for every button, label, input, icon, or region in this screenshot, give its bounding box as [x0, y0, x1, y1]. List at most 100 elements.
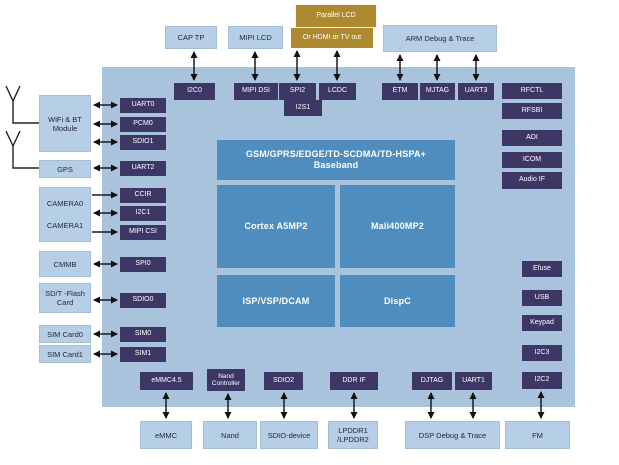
- peripheral-cap-tp: CAP TP: [165, 26, 217, 49]
- peripheral-cmmb: CMMB: [39, 251, 91, 277]
- port-etm: ETM: [382, 83, 418, 100]
- port-sdio1-label: SDIO1: [132, 138, 154, 146]
- port-djtag: DJTAG: [412, 372, 452, 390]
- peripheral-arm-debug-trace: ARM Debug & Trace: [383, 25, 497, 52]
- port-i2c3: I2C3: [522, 345, 562, 361]
- mali400mp2-label: Mali400MP2: [370, 221, 425, 232]
- baseband-label-line2: Baseband: [313, 160, 359, 170]
- port-mjtag: MJTAG: [420, 83, 455, 100]
- port-adi-label: ADI: [526, 133, 538, 141]
- camera1-label: CAMERA1: [46, 221, 84, 231]
- port-sim1: SIM1: [120, 347, 166, 362]
- port-uart0-label: UART0: [131, 101, 155, 109]
- port-ccir: CCIR: [120, 188, 166, 203]
- core-mali400mp2: Mali400MP2: [340, 185, 455, 268]
- wifi-bt-label-line2: Module: [52, 123, 78, 133]
- port-keypad-label: Keypad: [530, 318, 554, 326]
- port-rfsbi-label: RFSBI: [521, 106, 543, 114]
- peripheral-sd-tflash-card: SD/T -Flash Card: [39, 283, 91, 313]
- sim-card0-label: SIM Card0: [47, 329, 83, 339]
- peripheral-emmc-label: eMMC: [154, 430, 178, 440]
- port-rfsbi: RFSBI: [502, 103, 562, 119]
- cortex-a5mp2-label: Cortex A5MP2: [244, 221, 308, 232]
- port-spi2-label: SPI2: [289, 87, 306, 95]
- port-lcdc: LCDC: [319, 83, 356, 100]
- peripheral-sim-card1: SIM Card1: [39, 345, 91, 363]
- port-sdio2-label: SDIO2: [272, 376, 294, 384]
- port-mjtag-label: MJTAG: [425, 87, 450, 95]
- port-i2c0-label: I2C0: [187, 87, 202, 95]
- port-uart2-label: UART2: [131, 164, 155, 172]
- port-uart3: UART3: [458, 83, 494, 100]
- nand-controller-label-line1: Nand: [218, 372, 234, 380]
- core-baseband: GSM/GPRS/EDGE/TD-SCDMA/TD-HSPA+ Baseband: [217, 140, 455, 180]
- peripheral-parallel-lcd-label: Parallel LCD: [316, 11, 356, 19]
- port-usb-label: USB: [534, 293, 550, 301]
- peripheral-emmc: eMMC: [140, 421, 192, 449]
- port-uart1: UART1: [455, 372, 492, 390]
- port-icom: ICOM: [502, 152, 562, 168]
- port-mipi-dsi-label: MIPI DSI: [241, 87, 270, 95]
- port-rfctl: RFCTL: [502, 83, 562, 99]
- peripheral-hdmi-tv-out: Or HDMI or TV out: [291, 28, 373, 48]
- dispc-label: DispC: [383, 295, 411, 306]
- port-uart2: UART2: [120, 161, 166, 176]
- port-i2c2: I2C2: [522, 372, 562, 389]
- sd-tflash-label-line2: Card: [56, 298, 74, 307]
- peripheral-sim-card0: SIM Card0: [39, 325, 91, 343]
- port-adi: ADI: [502, 130, 562, 146]
- port-usb: USB: [522, 290, 562, 306]
- port-spi0: SPI0: [120, 257, 166, 272]
- port-efuse-label: Efuse: [533, 264, 551, 272]
- peripheral-nand: Nand: [203, 421, 257, 449]
- antenna-icon-gps: [5, 130, 21, 148]
- peripheral-parallel-lcd: Parallel LCD: [295, 4, 377, 28]
- peripheral-fm: FM: [505, 421, 570, 449]
- port-nand-controller: Nand Controller: [207, 369, 245, 391]
- port-pcm0: PCM0: [120, 117, 166, 132]
- camera0-label: CAMERA0: [46, 198, 84, 208]
- peripheral-lpddr: LPDDR1 /LPDDR2: [328, 421, 378, 449]
- port-audio-if: Audio IF: [502, 172, 562, 189]
- lpddr-label-line2: /LPDDR2: [337, 435, 369, 444]
- port-ddr-if: DDR IF: [330, 372, 378, 390]
- port-djtag-label: DJTAG: [420, 376, 444, 384]
- antenna-icon-wifi: [5, 85, 21, 103]
- peripheral-sdio-device-label: SDIO-device: [267, 430, 311, 440]
- port-i2c0: I2C0: [174, 83, 215, 100]
- core-isp-vsp-dcam: ISP/VSP/DCAM: [217, 275, 335, 327]
- port-audio-if-label: Audio IF: [518, 176, 546, 184]
- peripheral-sdio-device: SDIO-device: [260, 421, 318, 449]
- port-sdio2: SDIO2: [264, 372, 303, 390]
- peripheral-gps-label: GPS: [57, 164, 73, 174]
- port-uart0: UART0: [120, 98, 166, 113]
- port-mipi-csi: MIPI CSI: [120, 225, 166, 240]
- peripheral-cameras: CAMERA0 CAMERA1: [39, 187, 91, 242]
- core-dispc: DispC: [340, 275, 455, 327]
- port-sdio0-label: SDIO0: [132, 296, 154, 304]
- lpddr-label-line1: LPDDR1: [338, 426, 368, 435]
- peripheral-arm-debug-trace-label: ARM Debug & Trace: [405, 34, 475, 43]
- antenna-wire-gps: [12, 146, 39, 169]
- peripheral-dsp-debug-trace: DSP Debug & Trace: [405, 421, 500, 449]
- port-mipi-csi-label: MIPI CSI: [128, 228, 157, 236]
- port-sdio0: SDIO0: [120, 293, 166, 308]
- port-i2c1-label: I2C1: [135, 209, 151, 217]
- port-mipi-dsi: MIPI DSI: [234, 83, 278, 100]
- wifi-bt-label-line1: WiFi & BT: [48, 114, 82, 124]
- peripheral-cmmb-label: CMMB: [53, 259, 77, 269]
- port-sim0-label: SIM0: [134, 330, 152, 338]
- port-emmc45-label: eMMC4.5: [151, 376, 182, 384]
- sim-card1-label: SIM Card1: [47, 349, 83, 359]
- port-i2s1: I2S1: [284, 100, 322, 116]
- port-sim1-label: SIM1: [134, 350, 152, 358]
- port-lcdc-label: LCDC: [327, 87, 348, 95]
- port-spi0-label: SPI0: [135, 260, 151, 268]
- port-etm-label: ETM: [392, 87, 408, 95]
- soc-main-block: [102, 67, 575, 407]
- baseband-label-line1: GSM/GPRS/EDGE/TD-SCDMA/TD-HSPA+: [245, 149, 427, 160]
- antenna-wire-wifi: [12, 101, 39, 124]
- port-icom-label: ICOM: [522, 155, 542, 163]
- sd-tflash-label-line1: SD/T -Flash: [45, 289, 85, 298]
